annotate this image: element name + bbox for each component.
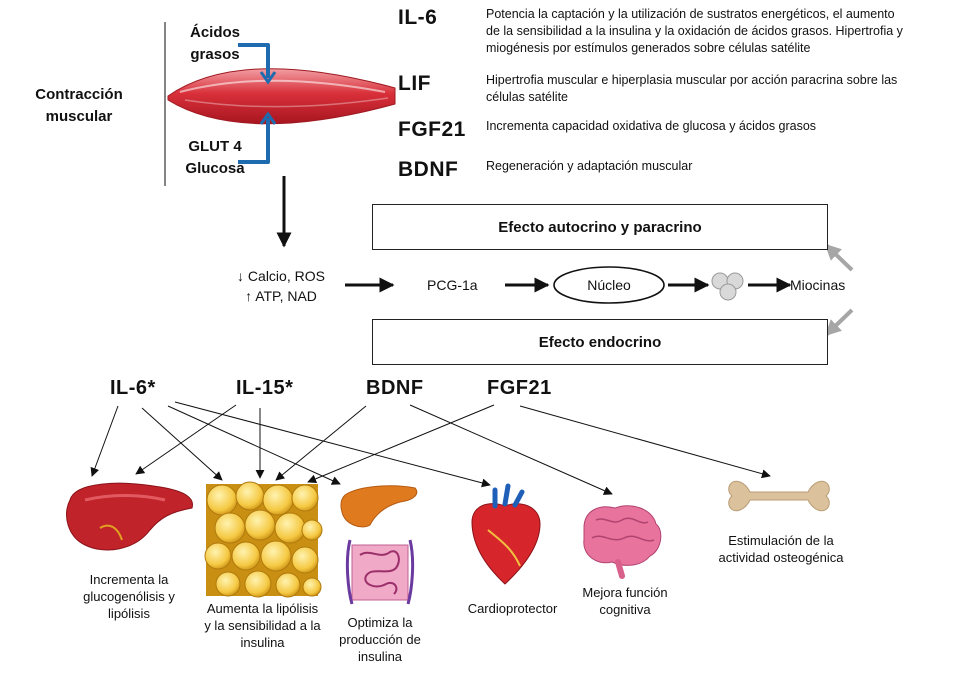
liver-icon	[66, 482, 194, 551]
bone-icon	[728, 480, 830, 512]
glut-line-2: Glucosa	[185, 160, 245, 177]
myokines-label: Miocinas	[790, 277, 846, 293]
myokine-desc-lif: Hipertrofia muscular e hiperplasia muscu…	[486, 72, 946, 106]
myokine-desc-lif-line-2: células satélite	[486, 90, 568, 104]
intestines-icon	[345, 539, 415, 605]
contraction-line-1: Contracción	[35, 86, 123, 103]
bone-caption-line-2: actividad osteogénica	[718, 550, 844, 565]
myokine-desc-il6: Potencia la captación y la utilización d…	[486, 6, 946, 57]
myokine-desc-il6-line-3: miogénesis por estímulos generados sobre…	[486, 41, 811, 55]
fat-caption-line-1: Aumenta la lipólisis	[206, 601, 319, 616]
fat-caption: Aumenta la lipólisis y la sensibilidad a…	[190, 600, 335, 651]
pancreas-icon	[340, 485, 418, 528]
fatty-acids-line-2: grasos	[190, 46, 240, 63]
target-il15: IL-15*	[236, 377, 294, 399]
heart-icon	[471, 483, 541, 585]
myokine-desc-il6-line-2: de la sensibilidad a la insulina y la ox…	[486, 24, 903, 38]
autocrine-box: Efecto autocrino y paracrino	[372, 204, 828, 250]
myokine-name-fgf21: FGF21	[398, 118, 466, 141]
myokine-name-il6: IL-6	[398, 6, 438, 29]
glut-line-1: GLUT 4	[188, 138, 242, 155]
fatty-acids-line-1: Ácidos	[189, 24, 240, 41]
heart-caption: Cardioprotector	[455, 600, 570, 617]
brain-caption-line-1: Mejora función	[582, 585, 668, 600]
myokine-desc-bdnf-line-1: Regeneración y adaptación muscular	[486, 159, 693, 173]
fatty-acid-arrow-icon	[238, 43, 277, 85]
pancreas-caption-line-3: insulina	[357, 649, 403, 664]
gray-arrow-up	[824, 243, 854, 272]
target-arrows	[90, 401, 771, 495]
myokine-desc-lif-line-1: Hipertrofia muscular e hiperplasia muscu…	[486, 73, 898, 87]
endocrine-box: Efecto endocrino	[372, 319, 828, 365]
signals-label: ↓ Calcio, ROS ↑ ATP, NAD	[226, 266, 336, 306]
myokine-desc-il6-line-1: Potencia la captación y la utilización d…	[486, 7, 895, 21]
heart-caption-line-1: Cardioprotector	[467, 601, 558, 616]
fat-tissue-icon	[204, 481, 323, 598]
myokine-name-bdnf: BDNF	[398, 158, 459, 181]
contraction-label: Contracción muscular	[20, 84, 138, 128]
target-fgf21: FGF21	[487, 377, 552, 399]
vesicles-icon	[711, 272, 744, 301]
brain-icon	[583, 505, 662, 579]
glut-label: GLUT 4 Glucosa	[175, 136, 255, 180]
brain-caption-line-2: cognitiva	[599, 602, 651, 617]
signals-line-1: ↓ Calcio, ROS	[237, 268, 325, 284]
liver-caption-line-1: Incrementa la	[89, 572, 169, 587]
fat-caption-line-2: y la sensibilidad a la	[204, 618, 321, 633]
nucleus-ellipse	[553, 266, 665, 304]
target-bdnf: BDNF	[366, 377, 424, 399]
myokine-desc-fgf21: Incrementa capacidad oxidativa de glucos…	[486, 118, 946, 135]
gray-arrow-down	[824, 308, 854, 337]
glucose-arrow-icon	[238, 111, 277, 164]
liver-caption-line-2: glucogenólisis y	[83, 589, 175, 604]
myokine-desc-bdnf: Regeneración y adaptación muscular	[486, 158, 946, 175]
signals-line-2: ↑ ATP, NAD	[245, 288, 317, 304]
brain-caption: Mejora función cognitiva	[575, 584, 675, 618]
fat-caption-line-3: insulina	[240, 635, 285, 650]
pancreas-caption-line-1: Optimiza la	[347, 615, 413, 630]
liver-caption: Incrementa la glucogenólisis y lipólisis	[64, 571, 194, 622]
myokine-desc-fgf21-line-1: Incrementa capacidad oxidativa de glucos…	[486, 119, 817, 133]
pgc-label: PCG-1a	[427, 277, 478, 293]
pancreas-caption: Optimiza la producción de insulina	[330, 614, 430, 665]
nucleus-label: Núcleo	[587, 277, 631, 293]
target-il6: IL-6*	[110, 377, 156, 399]
contraction-line-2: muscular	[45, 108, 113, 125]
muscle-icon	[167, 68, 396, 125]
pancreas-caption-line-2: producción de	[339, 632, 421, 647]
myokine-name-lif: LIF	[398, 72, 431, 95]
bone-caption: Estimulación de la actividad osteogénica	[706, 532, 856, 566]
bone-caption-line-1: Estimulación de la	[728, 533, 834, 548]
fatty-acids-label: Ácidos grasos	[180, 22, 250, 66]
liver-caption-line-3: lipólisis	[108, 606, 150, 621]
